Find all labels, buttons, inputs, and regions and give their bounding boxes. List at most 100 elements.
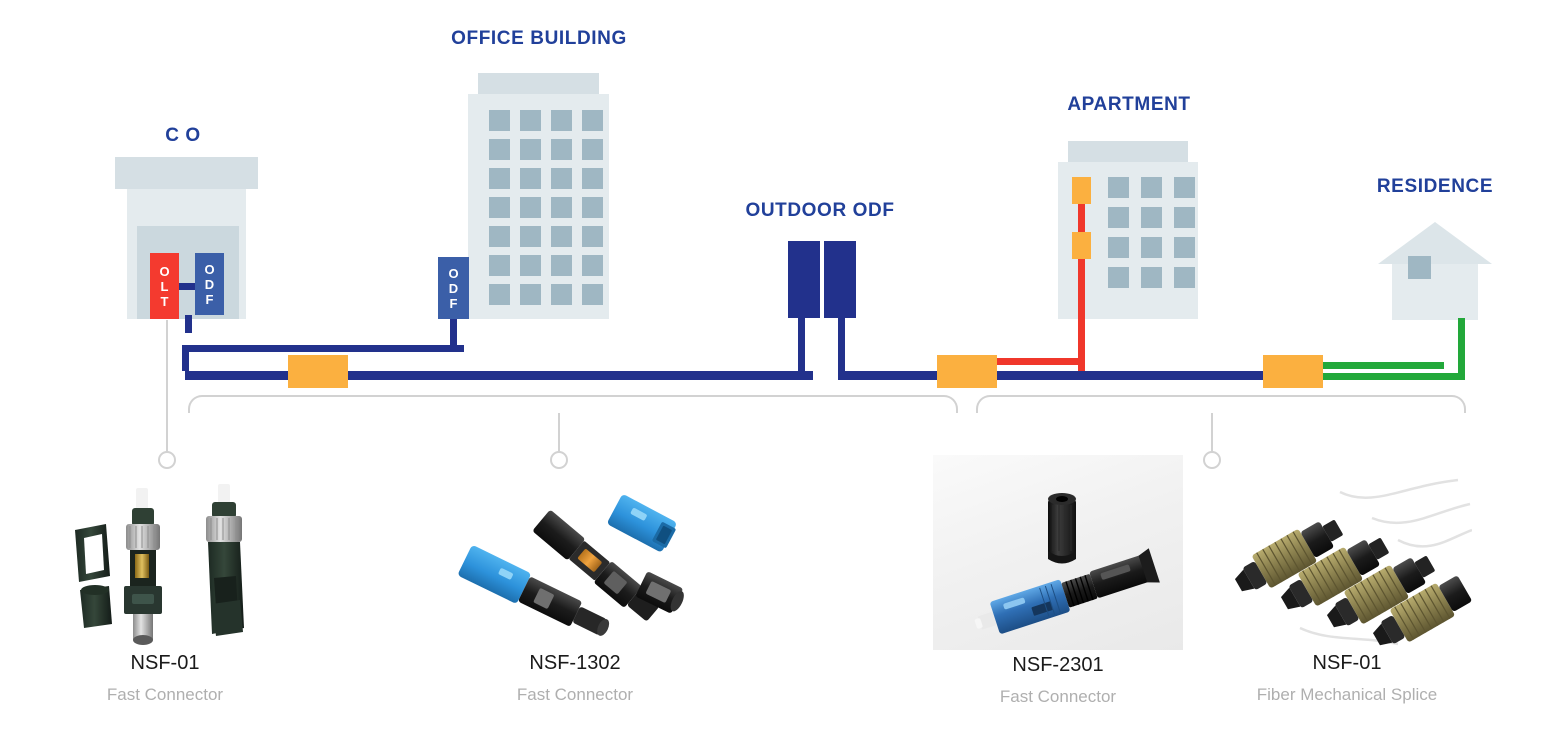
- cable-trunk-segment-1: [185, 371, 348, 380]
- callout-stem-co: [166, 320, 168, 452]
- splice-box-apartment-upper[interactable]: [1072, 177, 1091, 204]
- cable-drop-residence-upper: [1320, 362, 1444, 369]
- callout-stem-residence: [1211, 413, 1213, 452]
- office-window: [582, 255, 603, 276]
- cable-trunk-segment-3: [838, 371, 988, 380]
- office-window: [582, 197, 603, 218]
- co-roof: [115, 157, 258, 189]
- callout-knob-residence: [1203, 451, 1221, 469]
- office-window: [520, 110, 541, 131]
- office-window: [489, 197, 510, 218]
- equipment-odf-office-letter-f: F: [449, 295, 458, 311]
- office-window: [551, 284, 572, 305]
- residence-body: [1392, 264, 1478, 320]
- product-description: Fiber Mechanical Splice: [1256, 685, 1438, 704]
- cable-outdoor-odf-left-downlead: [798, 318, 805, 372]
- apartment-window: [1174, 237, 1195, 258]
- residence-window: [1408, 256, 1431, 279]
- product-photo-nsf-01-fc: [40, 478, 290, 648]
- office-window: [551, 255, 572, 276]
- cable-drop-residence-lower: [1320, 373, 1465, 380]
- cable-office-odf-riser: [450, 319, 457, 352]
- office-window: [551, 226, 572, 247]
- equipment-odf-co-letter-f: F: [205, 291, 214, 307]
- site-title-office-building: OFFICE BUILDING: [451, 28, 627, 49]
- callout-bracket-left: [188, 395, 958, 413]
- apartment-window: [1108, 177, 1129, 198]
- office-window: [551, 110, 572, 131]
- site-title-apartment: APARTMENT: [1067, 94, 1191, 115]
- cable-apartment-riser: [1078, 178, 1085, 372]
- apartment-roof: [1068, 141, 1188, 162]
- outdoor-odf-cabinet-left[interactable]: [788, 241, 820, 318]
- office-roof: [478, 73, 599, 94]
- cable-drop-apartment-horizontal: [995, 358, 1085, 365]
- office-window: [489, 110, 510, 131]
- apartment-window: [1108, 207, 1129, 228]
- equipment-olt[interactable]: O L T: [150, 253, 179, 319]
- site-title-co: C O: [165, 125, 201, 146]
- office-window: [582, 139, 603, 160]
- office-window: [520, 255, 541, 276]
- equipment-odf-co-letter-d: D: [204, 276, 215, 292]
- product-card-nsf-1302[interactable]: NSF-1302 Fast Connector: [450, 478, 700, 705]
- product-photo-nsf-2301: [933, 455, 1183, 650]
- equipment-odf-office-letter-o: O: [448, 265, 459, 281]
- equipment-olt-letter-t: T: [160, 293, 169, 309]
- product-name: NSF-01: [1312, 652, 1382, 674]
- apartment-window: [1141, 267, 1162, 288]
- product-card-nsf-01-fc[interactable]: NSF-01 Fast Connector: [40, 478, 290, 705]
- product-photo-nsf-01-splice: [1222, 478, 1473, 648]
- product-description: Fast Connector: [999, 687, 1117, 706]
- equipment-odf-co[interactable]: O D F: [195, 253, 224, 315]
- office-window: [489, 226, 510, 247]
- cable-co-to-office-top: [182, 345, 464, 352]
- office-window: [489, 255, 510, 276]
- office-window: [582, 168, 603, 189]
- callout-knob-office: [550, 451, 568, 469]
- apartment-window: [1108, 237, 1129, 258]
- product-card-nsf-2301[interactable]: NSF-2301 Fast Connector: [933, 455, 1183, 707]
- equipment-olt-letter-o: O: [159, 263, 170, 279]
- callout-knob-co: [158, 451, 176, 469]
- office-window: [489, 284, 510, 305]
- product-card-nsf-01-splice[interactable]: NSF-01 Fiber Mechanical Splice: [1222, 478, 1473, 705]
- office-window: [582, 284, 603, 305]
- office-window: [489, 168, 510, 189]
- callout-bracket-right: [976, 395, 1466, 413]
- product-name: NSF-2301: [1012, 654, 1104, 676]
- office-window: [582, 110, 603, 131]
- outdoor-odf-cabinet-right[interactable]: [824, 241, 856, 318]
- equipment-odf-office[interactable]: O D F: [438, 257, 469, 319]
- cable-trunk-segment-4: [988, 371, 1288, 380]
- product-description: Fast Connector: [106, 685, 224, 704]
- apartment-window: [1174, 177, 1195, 198]
- cable-outdoor-odf-right-downlead: [838, 318, 845, 380]
- apartment-window: [1141, 237, 1162, 258]
- site-title-residence: RESIDENCE: [1376, 176, 1494, 197]
- callout-stem-office: [558, 413, 560, 452]
- product-name: NSF-01: [130, 652, 200, 674]
- office-window: [551, 139, 572, 160]
- splice-box-trunk-3[interactable]: [1263, 355, 1323, 388]
- apartment-window: [1174, 207, 1195, 228]
- office-window: [551, 197, 572, 218]
- equipment-olt-letter-l: L: [160, 278, 169, 294]
- product-photo-nsf-1302: [450, 478, 700, 648]
- office-window: [489, 139, 510, 160]
- splice-box-apartment-lower[interactable]: [1072, 232, 1091, 259]
- equipment-odf-office-letter-d: D: [448, 280, 459, 296]
- apartment-window: [1174, 267, 1195, 288]
- office-window: [551, 168, 572, 189]
- site-title-outdoor-odf: OUTDOOR ODF: [745, 200, 895, 221]
- office-window: [520, 197, 541, 218]
- cable-co-riser: [182, 345, 189, 371]
- splice-box-trunk-1[interactable]: [288, 355, 348, 388]
- apartment-window: [1141, 207, 1162, 228]
- cable-co-odf-downlead: [185, 315, 192, 333]
- splice-box-trunk-2[interactable]: [937, 355, 997, 388]
- product-name: NSF-1302: [529, 652, 621, 674]
- apartment-window: [1141, 177, 1162, 198]
- cable-trunk-segment-2: [348, 371, 813, 380]
